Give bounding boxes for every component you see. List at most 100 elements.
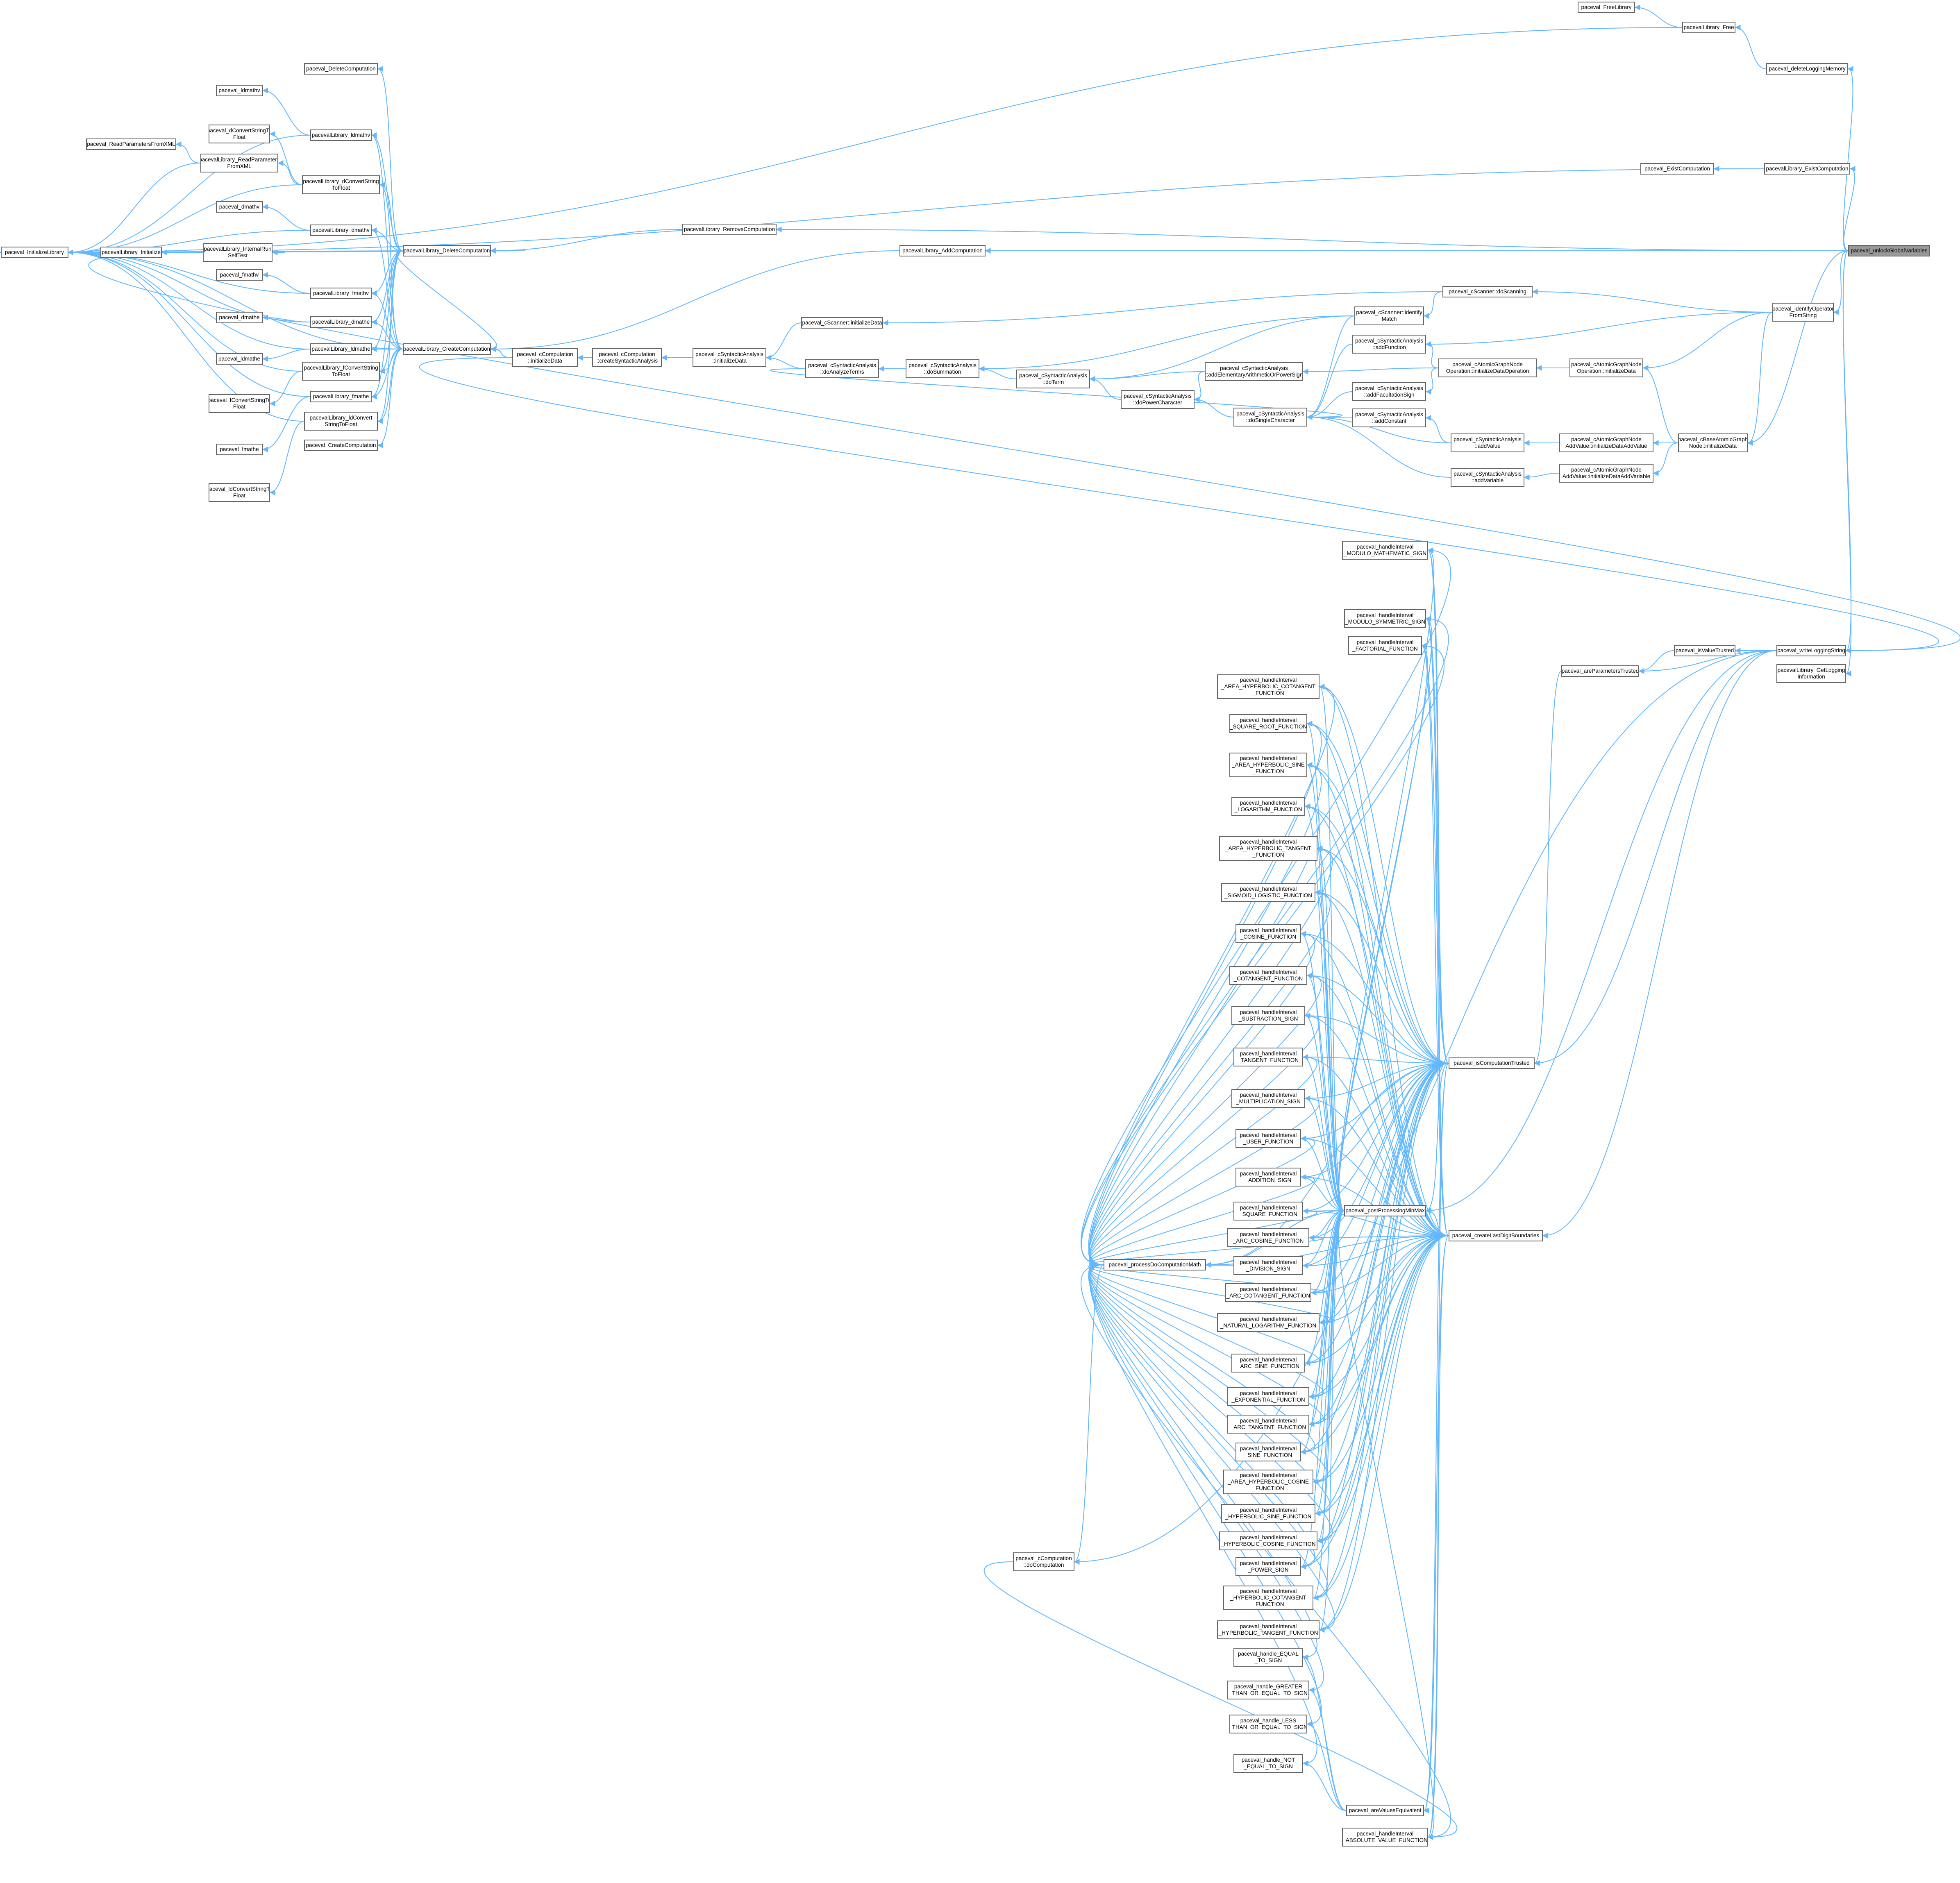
- graph-node[interactable]: pacevalLibrary_ExistComputation: [1764, 163, 1850, 175]
- graph-node[interactable]: pacevalLibrary_CreateComputation: [402, 343, 491, 355]
- graph-node[interactable]: pacevalLibrary_AddComputation: [899, 245, 986, 256]
- graph-node[interactable]: pacevalLibrary_dmathv: [310, 225, 372, 236]
- graph-node[interactable]: paceval_ReadParametersFromXML: [86, 138, 176, 150]
- graph-node[interactable]: paceval_handleInterval _HYPERBOLIC_SINE_…: [1221, 1504, 1315, 1523]
- graph-node[interactable]: paceval_fmathv: [216, 269, 263, 281]
- graph-node[interactable]: paceval_cSyntacticAnalysis ::doTerm: [1016, 370, 1090, 388]
- graph-node[interactable]: paceval_cAtomicGraphNode Operation::init…: [1438, 358, 1537, 377]
- graph-node[interactable]: paceval_handleInterval _EXPONENTIAL_FUNC…: [1227, 1387, 1309, 1406]
- graph-node[interactable]: paceval_handleInterval _COTANGENT_FUNCTI…: [1229, 966, 1307, 985]
- graph-node[interactable]: paceval_handleInterval _AREA_HYPERBOLIC_…: [1229, 753, 1307, 777]
- graph-node[interactable]: paceval_handleInterval _TANGENT_FUNCTION: [1233, 1048, 1303, 1066]
- graph-node[interactable]: paceval_cAtomicGraphNode Operation::init…: [1569, 358, 1643, 377]
- graph-node[interactable]: paceval_cSyntacticAnalysis ::initializeD…: [693, 348, 766, 367]
- focus-node[interactable]: paceval_unlockGlobalVariables: [1848, 245, 1930, 256]
- graph-node[interactable]: pacevalLibrary_dConvertString ToFloat: [302, 175, 380, 194]
- graph-node[interactable]: paceval_cSyntacticAnalysis ::addConstant: [1352, 408, 1426, 427]
- graph-node[interactable]: paceval_handleInterval _SQUARE_ROOT_FUNC…: [1229, 714, 1307, 733]
- graph-node[interactable]: paceval_cSyntacticAnalysis ::addElementa…: [1205, 362, 1303, 381]
- graph-node[interactable]: paceval_cSyntacticAnalysis ::doPowerChar…: [1121, 390, 1195, 409]
- graph-node[interactable]: paceval_deleteLoggingMemory: [1766, 63, 1848, 75]
- graph-node[interactable]: paceval_ldmathe: [216, 353, 263, 365]
- graph-node[interactable]: paceval_ldConvertStringTo Float: [209, 483, 270, 502]
- graph-node[interactable]: paceval_handleInterval _ARC_SINE_FUNCTIO…: [1231, 1354, 1305, 1373]
- graph-node[interactable]: pacevalLibrary_Initialize: [100, 247, 162, 258]
- graph-node[interactable]: paceval_handleInterval _SUBTRACTION_SIGN: [1231, 1006, 1305, 1025]
- graph-node[interactable]: pacevalLibrary_fConvertString ToFloat: [302, 362, 380, 381]
- graph-node[interactable]: paceval_cComputation ::createSyntacticAn…: [592, 348, 662, 367]
- graph-node[interactable]: paceval_cAtomicGraphNode AddValue::initi…: [1559, 433, 1653, 452]
- graph-node[interactable]: paceval_dmathe: [216, 312, 263, 323]
- graph-node[interactable]: paceval_isValueTrusted: [1674, 645, 1735, 656]
- graph-node[interactable]: paceval_ldmathv: [216, 85, 263, 96]
- graph-node[interactable]: paceval_handleInterval _ADDITION_SIGN: [1236, 1168, 1301, 1187]
- graph-node[interactable]: paceval_handleInterval _USER_FUNCTION: [1236, 1129, 1301, 1148]
- graph-node[interactable]: paceval_writeLoggingString: [1776, 645, 1846, 656]
- graph-node[interactable]: paceval_handleInterval _AREA_HYPERBOLIC_…: [1217, 674, 1320, 699]
- graph-node[interactable]: paceval_cComputation ::initializeData: [512, 348, 578, 367]
- graph-node[interactable]: pacevalLibrary_ldmathv: [310, 129, 372, 141]
- graph-node[interactable]: paceval_handleInterval _LOGARITHM_FUNCTI…: [1231, 797, 1305, 816]
- graph-node[interactable]: paceval_CreateComputation: [304, 440, 378, 451]
- graph-node[interactable]: paceval_handle_EQUAL _TO_SIGN: [1233, 1648, 1303, 1667]
- graph-node[interactable]: paceval_handleInterval _DIVISION_SIGN: [1233, 1256, 1303, 1275]
- graph-node[interactable]: pacevalLibrary_ldConvert StringToFloat: [304, 412, 378, 431]
- graph-node[interactable]: paceval_handle_GREATER _THAN_OR_EQUAL_TO…: [1227, 1681, 1309, 1699]
- graph-node[interactable]: paceval_cScanner::identify Match: [1354, 306, 1424, 325]
- graph-node[interactable]: paceval_cSyntacticAnalysis ::doAnalyzeTe…: [805, 359, 879, 378]
- graph-node[interactable]: paceval_cSyntacticAnalysis ::addVariable: [1451, 468, 1524, 487]
- graph-node[interactable]: paceval_handleInterval _AREA_HYPERBOLIC_…: [1219, 836, 1317, 861]
- graph-node[interactable]: paceval_createLastDigitBoundaries: [1449, 1230, 1543, 1241]
- graph-node[interactable]: paceval_cScanner::initializeData: [801, 317, 883, 329]
- graph-node[interactable]: pacevalLibrary_fmathe: [310, 391, 372, 402]
- graph-node[interactable]: paceval_handleInterval _ARC_COSINE_FUNCT…: [1227, 1228, 1309, 1247]
- graph-node[interactable]: paceval_dConvertStringTo Float: [209, 125, 270, 143]
- graph-node[interactable]: paceval_handleInterval _ABSOLUTE_VALUE_F…: [1342, 1828, 1428, 1847]
- graph-node[interactable]: paceval_dmathv: [216, 201, 263, 213]
- graph-node[interactable]: paceval_fConvertStringTo Float: [209, 394, 270, 413]
- graph-node[interactable]: paceval_handleInterval _HYPERBOLIC_COSIN…: [1219, 1531, 1317, 1550]
- graph-node[interactable]: pacevalLibrary_ldmathe: [310, 343, 372, 355]
- graph-node[interactable]: paceval_cSyntacticAnalysis ::addValue: [1451, 433, 1524, 452]
- graph-node[interactable]: paceval_areParametersTrusted: [1561, 665, 1639, 677]
- graph-node[interactable]: paceval_handleInterval _MODULO_SYMMETRIC…: [1344, 609, 1426, 628]
- graph-node[interactable]: paceval_handle_LESS _THAN_OR_EQUAL_TO_SI…: [1229, 1715, 1307, 1733]
- graph-node[interactable]: paceval_handleInterval _FACTORIAL_FUNCTI…: [1348, 636, 1422, 655]
- graph-node[interactable]: pacevalLibrary_RemoveComputation: [682, 224, 777, 235]
- graph-node[interactable]: paceval_areValuesEquivalent: [1346, 1805, 1424, 1816]
- graph-node[interactable]: paceval_cSyntacticAnalysis ::doSummation: [906, 359, 979, 378]
- graph-node[interactable]: paceval_postProcessingMinMax: [1344, 1205, 1426, 1216]
- graph-node[interactable]: pacevalLibrary_ReadParameters FromXML: [200, 154, 278, 172]
- graph-node[interactable]: paceval_handleInterval _SINE_FUNCTION: [1236, 1443, 1301, 1461]
- graph-node[interactable]: paceval_ExistComputation: [1640, 163, 1714, 175]
- graph-node[interactable]: pacevalLibrary_DeleteComputation: [402, 245, 491, 256]
- graph-node[interactable]: paceval_handle_NOT _EQUAL_TO_SIGN: [1233, 1754, 1303, 1773]
- graph-node[interactable]: paceval_handleInterval _MULTIPLICATION_S…: [1231, 1089, 1305, 1108]
- graph-node[interactable]: paceval_cComputation ::doComputation: [1013, 1552, 1074, 1571]
- graph-node[interactable]: paceval_handleInterval _HYPERBOLIC_TANGE…: [1217, 1620, 1320, 1639]
- graph-node[interactable]: paceval_cAtomicGraphNode AddValue::initi…: [1559, 464, 1653, 483]
- graph-node[interactable]: paceval_cSyntacticAnalysis ::addFunction: [1352, 335, 1426, 354]
- graph-node[interactable]: paceval_handleInterval _NATURAL_LOGARITH…: [1217, 1313, 1320, 1332]
- graph-node[interactable]: paceval_handleInterval _COSINE_FUNCTION: [1236, 924, 1301, 943]
- graph-node[interactable]: paceval_handleInterval _AREA_HYPERBOLIC_…: [1223, 1470, 1313, 1494]
- graph-node[interactable]: pacevalLibrary_GetLogging Information: [1776, 664, 1846, 683]
- graph-node[interactable]: paceval_processDoComputationMath: [1104, 1259, 1206, 1270]
- graph-node[interactable]: paceval_DeleteComputation: [304, 63, 378, 75]
- graph-node[interactable]: paceval_isComputationTrusted: [1449, 1057, 1535, 1069]
- graph-node[interactable]: pacevalLibrary_dmathe: [310, 316, 372, 328]
- graph-node[interactable]: paceval_handleInterval _SIGMOID_LOGISTIC…: [1221, 883, 1315, 902]
- graph-node[interactable]: paceval_handleInterval _POWER_SIGN: [1236, 1557, 1301, 1576]
- graph-node[interactable]: paceval_fmathe: [216, 444, 263, 455]
- graph-node[interactable]: paceval_handleInterval _ARC_TANGENT_FUNC…: [1227, 1415, 1309, 1434]
- graph-node[interactable]: paceval_handleInterval _ARC_COTANGENT_FU…: [1225, 1283, 1311, 1302]
- graph-node[interactable]: paceval_cSyntacticAnalysis ::doSingleCha…: [1233, 408, 1307, 427]
- graph-node[interactable]: paceval_handleInterval _MODULO_MATHEMATI…: [1342, 541, 1428, 560]
- graph-node[interactable]: pacevalLibrary_InternalRun SelfTest: [203, 243, 273, 262]
- graph-node[interactable]: pacevalLibrary_fmathv: [310, 288, 372, 299]
- graph-node[interactable]: paceval_identifyOperator FromString: [1772, 303, 1834, 322]
- graph-node[interactable]: paceval_cSyntacticAnalysis ::addFacultat…: [1352, 382, 1426, 401]
- graph-node[interactable]: paceval_InitializeLibrary: [0, 247, 68, 258]
- graph-node[interactable]: paceval_cBaseAtomicGraph Node::initializ…: [1678, 433, 1748, 452]
- graph-node[interactable]: pacevalLibrary_Free: [1682, 22, 1735, 33]
